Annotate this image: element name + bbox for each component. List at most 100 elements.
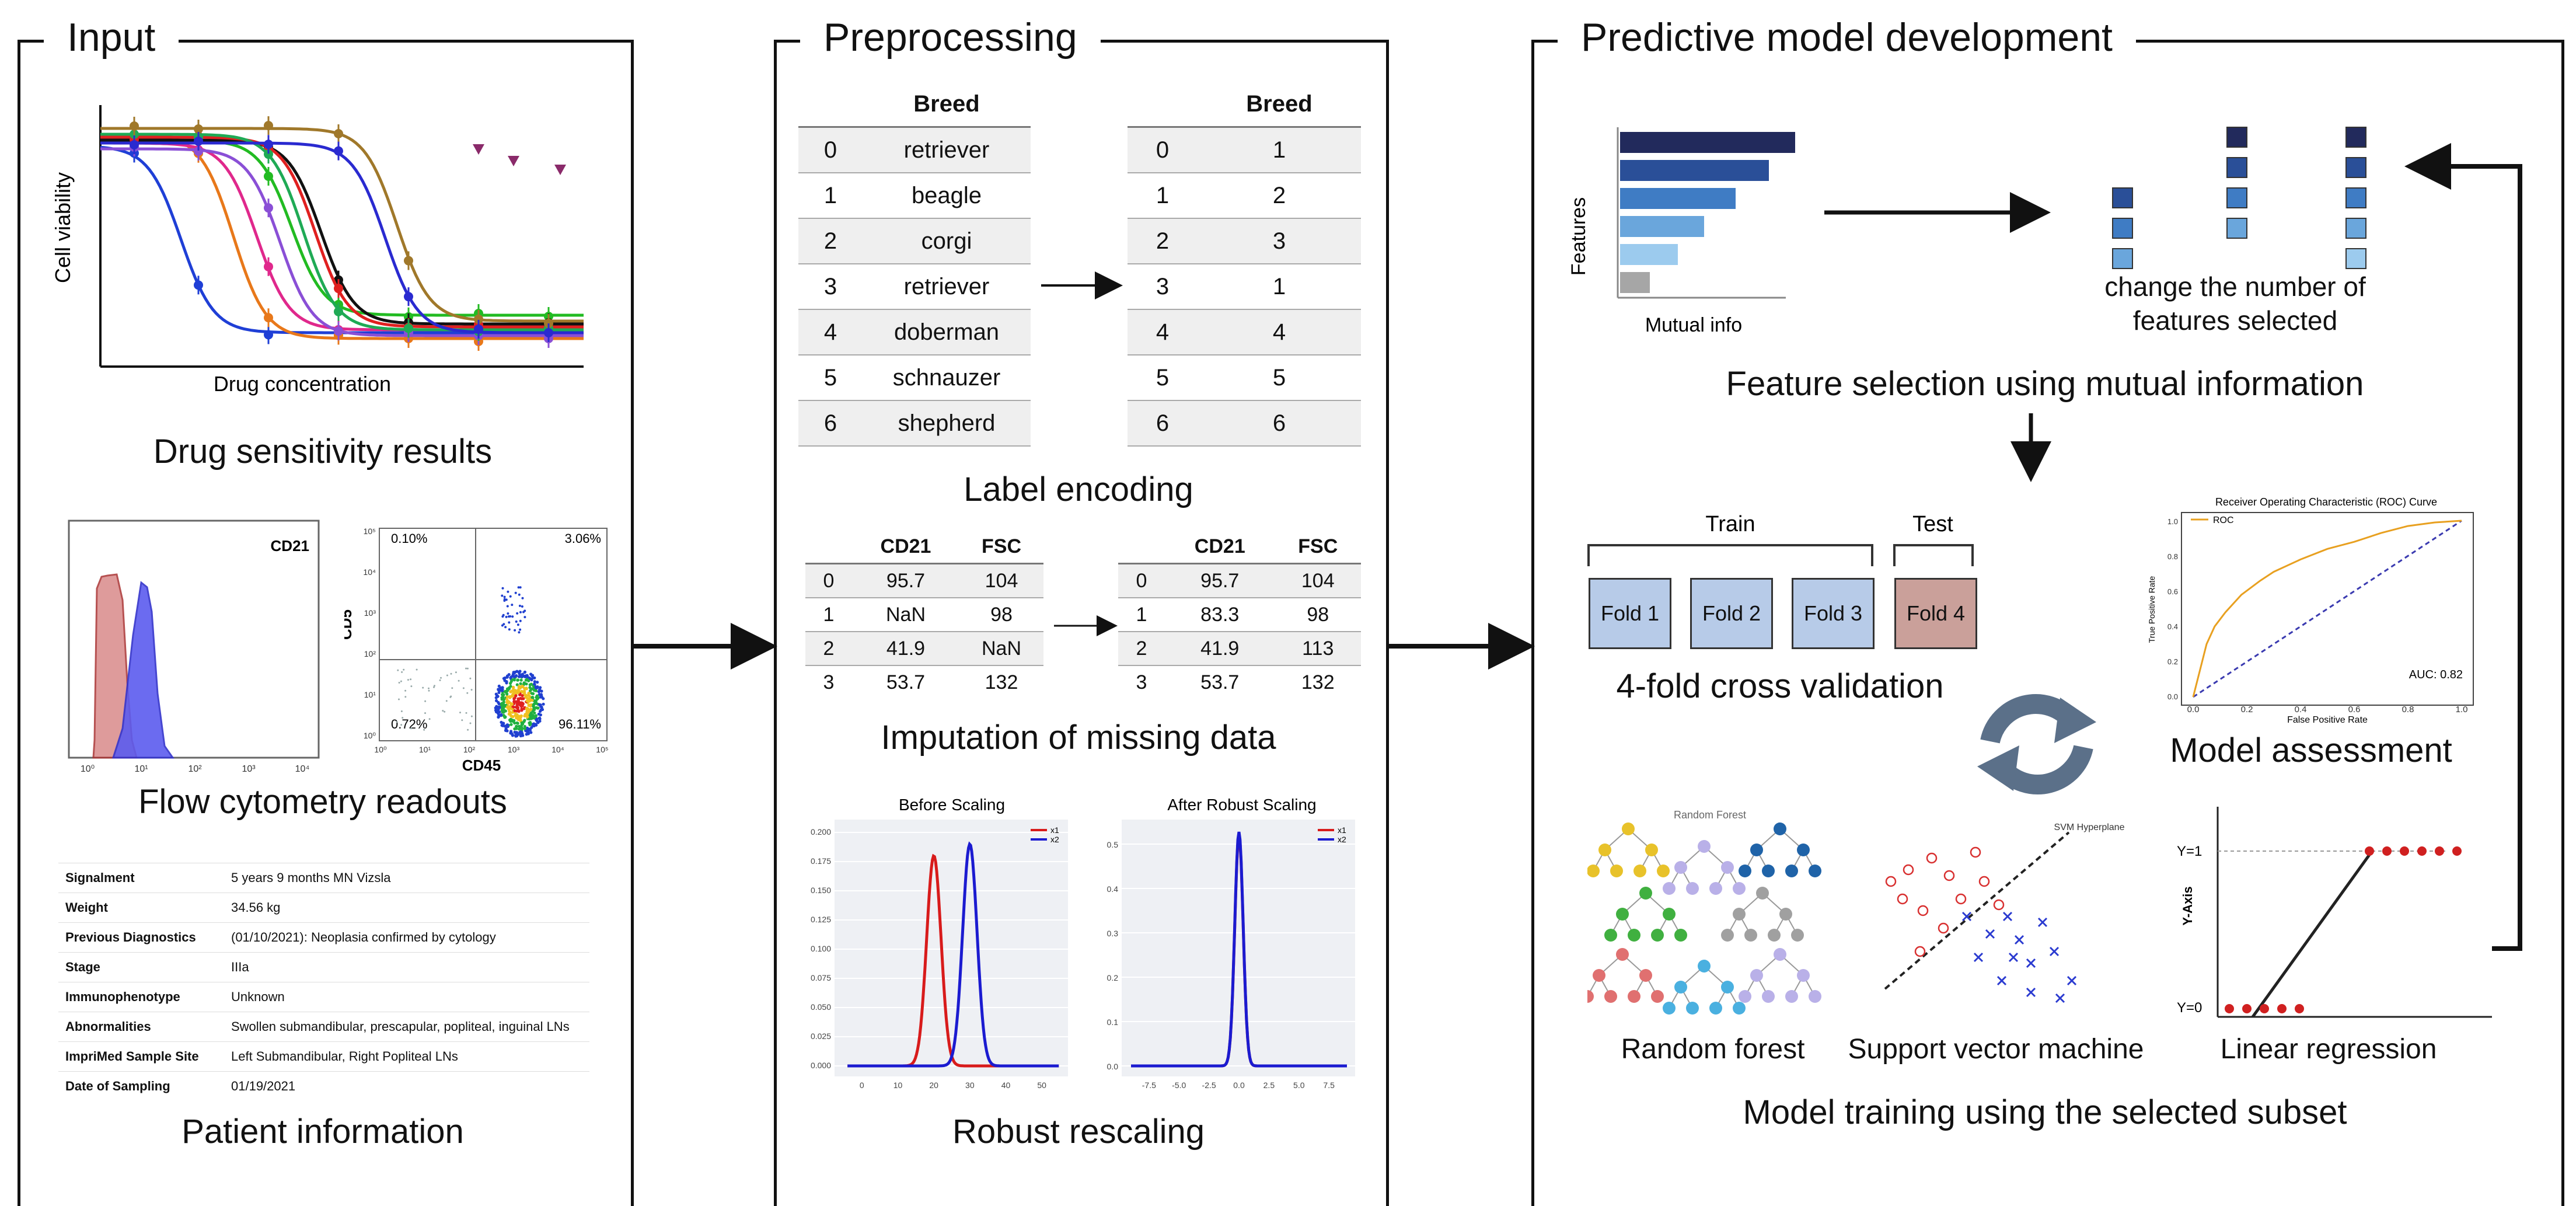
flow-event [536, 721, 540, 724]
patient-key: ImpriMed Sample Site [58, 1041, 224, 1072]
flow-event [402, 717, 404, 719]
table-cell: 104 [959, 563, 1043, 598]
flow-event [509, 731, 512, 735]
flow-event [497, 691, 501, 694]
table-cell: 113 [1275, 631, 1361, 666]
flow-event [531, 724, 535, 727]
flow-event [516, 688, 520, 692]
flow-event [520, 709, 523, 712]
tick-label: 0.0 [2167, 692, 2178, 701]
patient-value: 5 years 9 months MN Vizsla [224, 863, 589, 893]
table-cell: 98 [990, 603, 1013, 626]
lr-point [2260, 1004, 2269, 1013]
roc-chart: Receiver Operating Characteristic (ROC) … [2147, 496, 2474, 725]
tick-label: 10¹ [134, 764, 148, 774]
svm-class-a-point [1914, 946, 1926, 957]
svm-class-b-point [2067, 975, 2077, 986]
tree-node [1674, 981, 1687, 994]
row-value: shepherd [863, 400, 1031, 447]
lr-point [2435, 846, 2444, 856]
flow-event [518, 731, 522, 734]
feature-selection-caption: Feature selection using mutual informati… [1726, 365, 2364, 403]
flow-event [529, 689, 532, 692]
table-cell: 132 [985, 671, 1018, 693]
flow-event [515, 724, 518, 729]
flow-event [495, 705, 498, 708]
tree-node [1686, 882, 1699, 895]
patient-value: 34.56 kg [224, 893, 589, 923]
flow-event [517, 700, 521, 703]
drug-curve [100, 133, 584, 332]
lr-point [2452, 846, 2462, 856]
table-cell: NaN [959, 631, 1043, 666]
tree-node [1663, 882, 1676, 895]
svm-class-a-point [1926, 852, 1938, 864]
flow-event [515, 709, 519, 713]
tree-node [1593, 969, 1605, 982]
tick-label: 50 [1037, 1080, 1046, 1090]
flow-event [439, 679, 441, 681]
table-cell: 98 [1307, 603, 1329, 626]
table-cell: 95.7 [1165, 563, 1275, 598]
flow-event [505, 692, 509, 696]
lr-yaxis: Y-Axis [2180, 886, 2195, 925]
flow-event [416, 668, 418, 671]
selected-feature [2345, 127, 2366, 148]
row-value: beagle [911, 182, 982, 208]
flow-event [403, 668, 405, 671]
flow-event [505, 695, 509, 698]
tick-label: 10⁰ [374, 745, 387, 754]
column-header: CD21 [852, 530, 959, 564]
tick-label: 40 [1001, 1080, 1011, 1090]
flow-event [537, 703, 541, 706]
flow-event [507, 612, 509, 615]
flow-event [410, 685, 413, 688]
flow-event [533, 682, 536, 686]
flow-event [528, 677, 532, 681]
tick-label: 0.050 [811, 1002, 831, 1012]
flow-event [501, 705, 504, 709]
svm-class-a-point [1955, 893, 1967, 905]
tree-node [1809, 990, 1821, 1003]
flow-event [527, 692, 530, 695]
flow-event [398, 682, 400, 684]
flow-event [514, 694, 518, 698]
flow-event [520, 697, 523, 700]
svm-class-b-point [2014, 935, 2025, 945]
svm-graphic: SVM Hyperplane [1884, 822, 2124, 1003]
column-header [1118, 530, 1165, 564]
flow-event [400, 724, 403, 726]
patient-key: Abnormalities [58, 1012, 224, 1042]
svm-class-a-point [1993, 899, 2005, 911]
flow-event [451, 687, 453, 689]
flow-event [511, 674, 515, 678]
row-value: 5 [1272, 364, 1286, 391]
drug-caption: Drug sensitivity results [153, 433, 493, 470]
tree-node [1651, 990, 1664, 1003]
flow-event [537, 690, 540, 693]
drug-point [554, 165, 566, 175]
tree-node [1628, 929, 1640, 942]
lr-y0: Y=0 [2177, 1000, 2202, 1016]
tick-label: 0.000 [811, 1061, 831, 1070]
svm-class-a-point [1885, 876, 1897, 887]
row-value: retriever [863, 126, 1031, 173]
tick-label: 0.175 [811, 856, 831, 866]
flow-event [505, 723, 509, 727]
svm-class-b-point [2037, 917, 2048, 928]
flow-event [529, 731, 533, 734]
flow-event [434, 685, 435, 687]
flow-event [530, 687, 534, 691]
tick-label: 10¹ [364, 690, 376, 699]
tick-label: 0.2 [2167, 657, 2178, 666]
tree-node [1587, 990, 1594, 1003]
tree-node [1739, 865, 1751, 877]
flow-event [513, 727, 516, 731]
flow-event [518, 604, 521, 607]
